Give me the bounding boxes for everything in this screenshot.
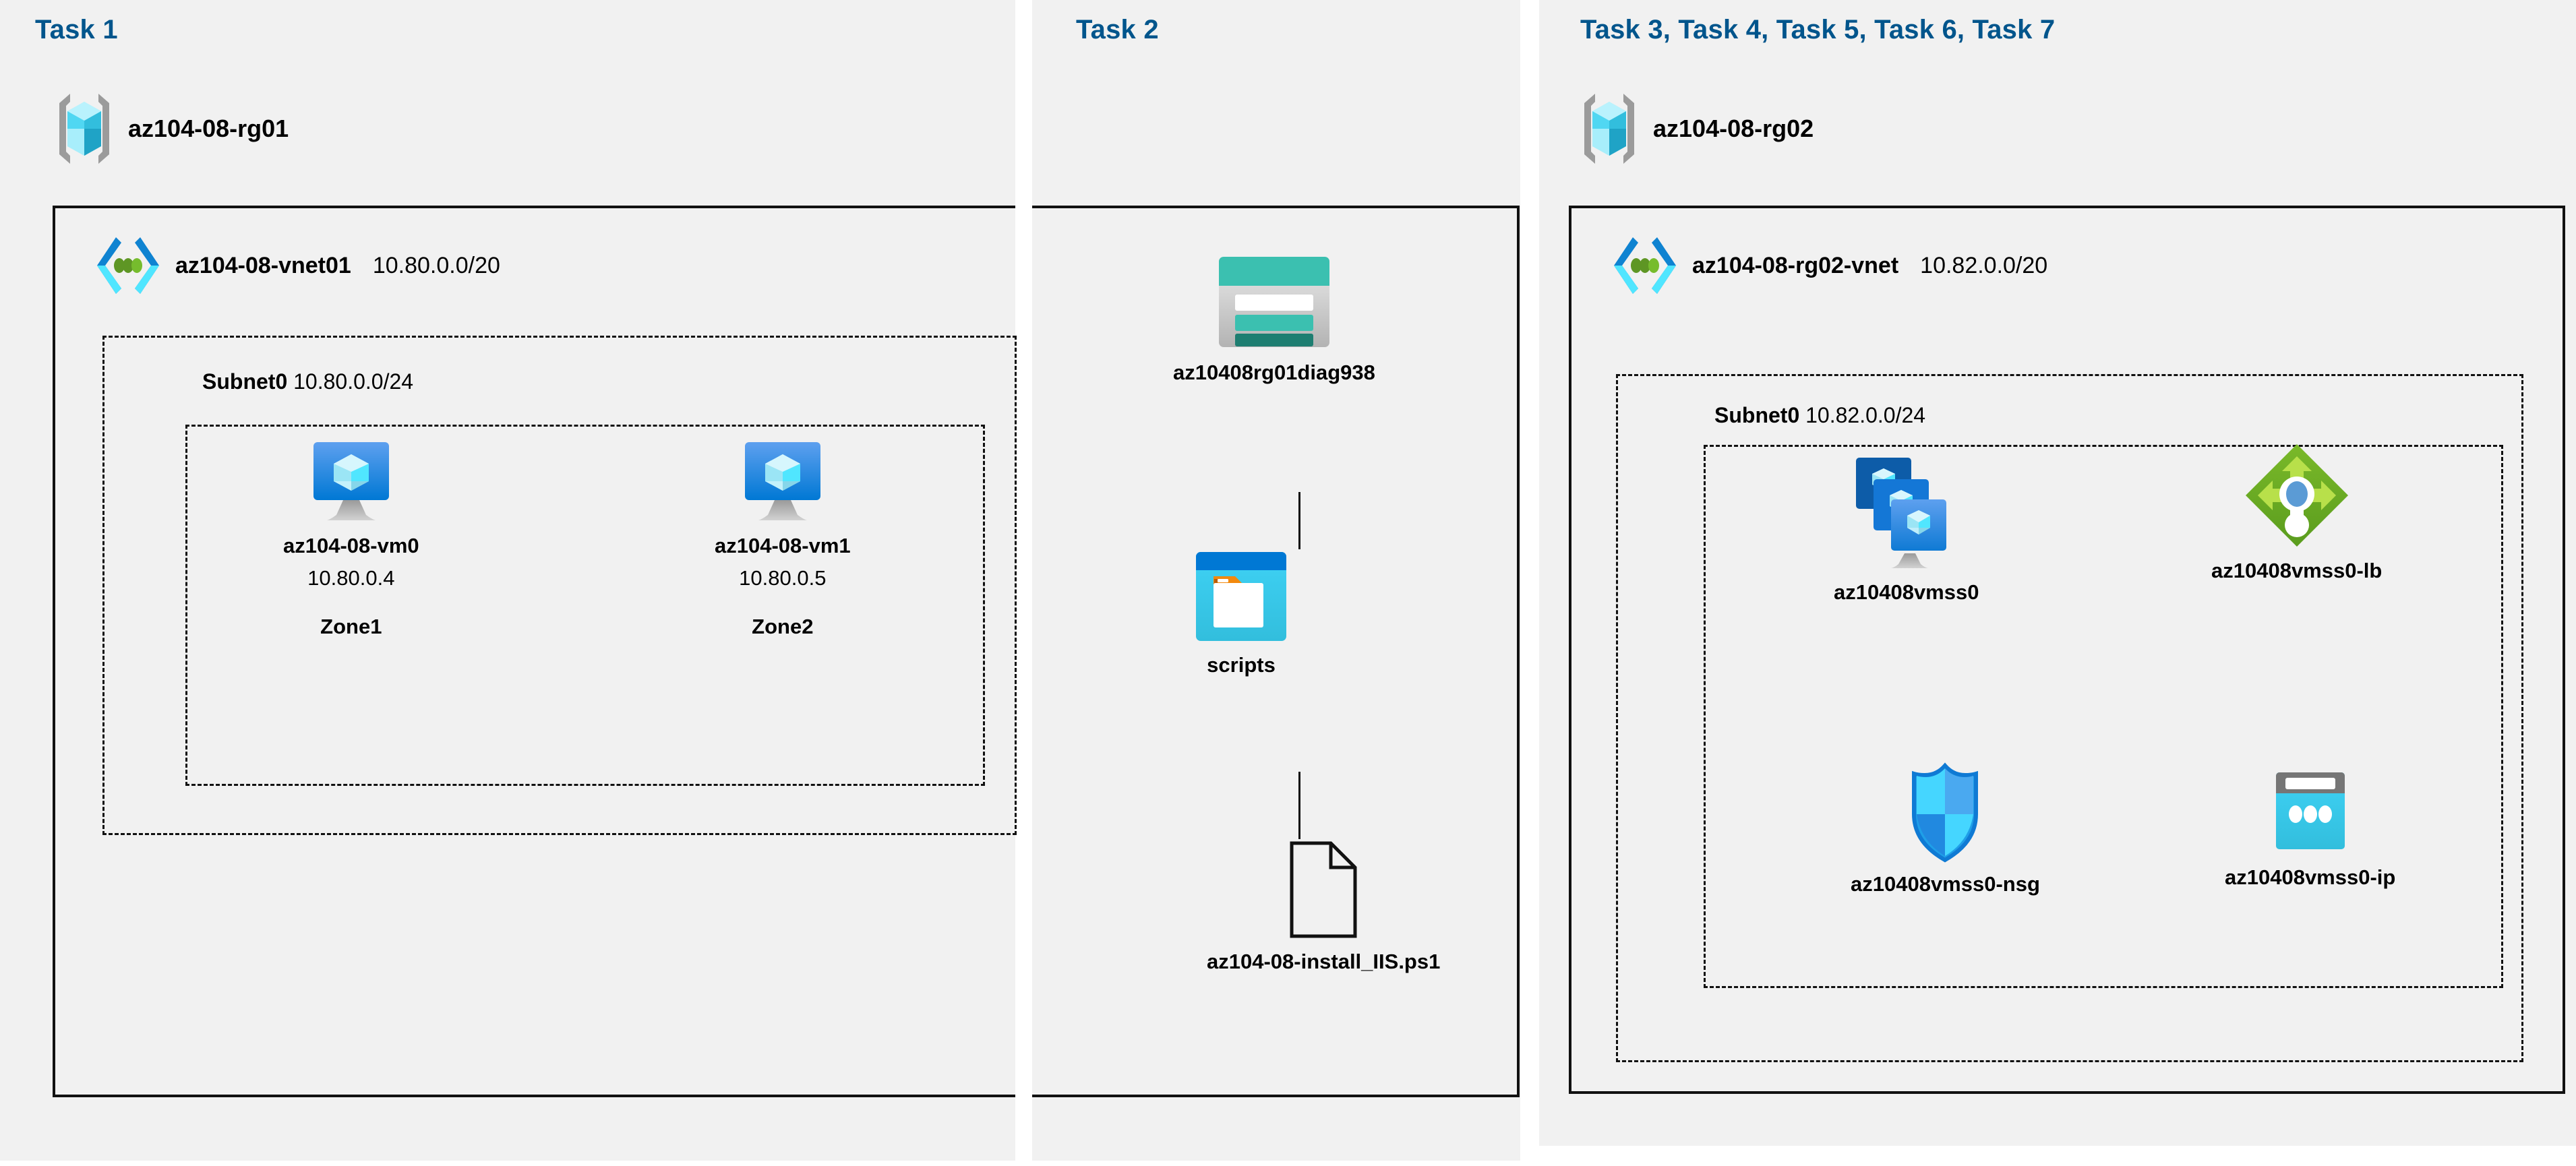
vm-scale-set-icon — [1845, 455, 1968, 571]
resource-group-name: az104-08-rg01 — [128, 115, 289, 142]
virtual-machine-icon — [305, 438, 397, 524]
vm-scale-set-name: az10408vmss0 — [1834, 580, 1979, 604]
node-load-balancer[interactable]: az10408vmss0-lb — [2211, 441, 2382, 583]
resource-group-name: az104-08-rg02 — [1653, 115, 1814, 142]
vnet-name: az104-08-vnet01 — [175, 252, 351, 278]
node-blob-container[interactable]: scripts — [1193, 549, 1289, 677]
subnet-name: Subnet0 — [202, 369, 288, 394]
panel-task-1 — [0, 0, 1015, 1161]
node-network-security-group[interactable]: az10408vmss0-nsg — [1851, 762, 2040, 896]
node-public-ip-address[interactable]: az10408vmss0-ip — [2225, 768, 2395, 890]
vnet-cidr: 10.82.0.0/20 — [1920, 252, 2048, 278]
task-label-3: Task 3, Task 4, Task 5, Task 6, Task 7 — [1580, 15, 2056, 44]
vm-ip: 10.80.0.4 — [307, 566, 395, 590]
subnet-name: Subnet0 — [1714, 403, 1800, 427]
vnet-header-rg02-vnet: az104-08-rg02-vnet 10.82.0.0/20 — [1611, 235, 2047, 297]
resource-group-icon — [55, 91, 113, 166]
blob-container-name: scripts — [1207, 653, 1276, 677]
resource-group-header-rg01: az104-08-rg01 — [55, 91, 289, 166]
virtual-network-icon — [1611, 235, 1679, 297]
vnet-header-vnet01: az104-08-vnet01 10.80.0.0/20 — [94, 235, 500, 297]
node-vm1[interactable]: az104-08-vm1 10.80.0.5 Zone2 — [715, 438, 851, 639]
vm-ip: 10.80.0.5 — [739, 566, 827, 590]
connector-storage-to-container — [1298, 492, 1300, 549]
subnet-boundary-subnet0-vnet01 — [102, 336, 1017, 835]
task-label-1: Task 1 — [35, 15, 118, 44]
task-label-2: Task 2 — [1076, 15, 1159, 44]
scale-set-resource-boundary — [1704, 445, 2503, 988]
subnet-label-a: Subnet0 10.80.0.0/24 — [202, 369, 413, 394]
node-storage-account[interactable]: az10408rg01diag938 — [1173, 253, 1375, 385]
vm-name: az104-08-vm0 — [283, 534, 419, 557]
virtual-machine-icon — [737, 438, 829, 524]
panel-task-3 — [1539, 0, 2576, 1146]
node-ps1-file[interactable]: az104-08-install_IIS.ps1 — [1207, 839, 1440, 974]
load-balancer-icon — [2243, 441, 2351, 549]
public-ip-name: az10408vmss0-ip — [2225, 865, 2396, 889]
vm-name: az104-08-vm1 — [715, 534, 851, 557]
vnet-boundary-vnet01 — [53, 206, 1520, 1097]
virtual-network-icon — [94, 235, 162, 297]
subnet-boundary-subnet0-rg02 — [1616, 374, 2523, 1062]
panel-gap-2 — [1520, 0, 1539, 1166]
storage-account-icon — [1214, 253, 1335, 351]
file-name: az104-08-install_IIS.ps1 — [1207, 950, 1441, 973]
panel-gap-1 — [1015, 0, 1032, 1166]
network-security-group-icon — [1902, 762, 1988, 863]
vnet-cidr: 10.80.0.0/20 — [372, 252, 500, 278]
storage-account-name: az10408rg01diag938 — [1173, 361, 1375, 384]
nsg-name: az10408vmss0-nsg — [1851, 872, 2040, 896]
blob-container-icon — [1193, 549, 1289, 644]
file-icon — [1286, 839, 1360, 940]
vm-zone: Zone1 — [320, 615, 382, 638]
resource-group-icon — [1580, 91, 1638, 166]
resource-group-header-rg02: az104-08-rg02 — [1580, 91, 1814, 166]
subnet-cidr: 10.82.0.0/24 — [1805, 403, 1926, 427]
connector-container-to-file — [1298, 772, 1300, 839]
public-ip-address-icon — [2269, 768, 2352, 856]
availability-zone-boundary — [185, 425, 985, 786]
subnet-label-b: Subnet0 10.82.0.0/24 — [1714, 403, 1925, 428]
vnet-boundary-rg02-vnet — [1569, 206, 2565, 1094]
vm-zone: Zone2 — [752, 615, 814, 638]
load-balancer-name: az10408vmss0-lb — [2211, 559, 2383, 582]
node-vm-scale-set[interactable]: az10408vmss0 — [1834, 455, 1979, 605]
vnet-name: az104-08-rg02-vnet — [1692, 252, 1899, 278]
node-vm0[interactable]: az104-08-vm0 10.80.0.4 Zone1 — [283, 438, 419, 639]
subnet-cidr: 10.80.0.0/24 — [293, 369, 414, 394]
